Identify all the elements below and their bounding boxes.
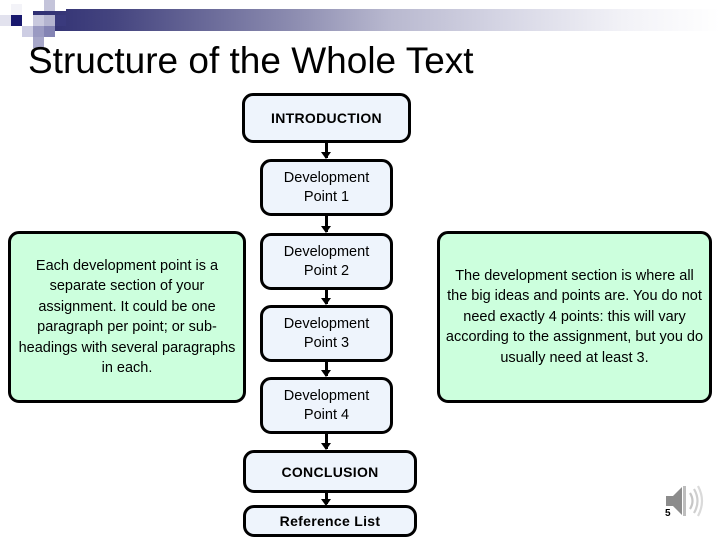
mosaic-square — [22, 26, 33, 37]
mosaic-square — [11, 26, 22, 37]
page-number: 5 — [665, 508, 671, 519]
connector-arrowhead — [321, 370, 331, 377]
speaker-icon[interactable] — [662, 482, 704, 520]
connector-arrowhead — [321, 226, 331, 233]
flow-node-development-1[interactable]: Development Point 1 — [260, 159, 393, 216]
connector-line — [325, 143, 328, 158]
mosaic-square — [44, 26, 55, 37]
note-left-text: Each development point is a separate sec… — [18, 257, 236, 377]
flow-node-label: Development Point 3 — [283, 315, 370, 351]
connector-arrowhead — [321, 298, 331, 305]
note-right-text: The development section is where all the… — [445, 267, 704, 366]
mosaic-square — [22, 15, 33, 26]
flow-node-label: Development Point 1 — [283, 169, 370, 205]
connector-arrowhead — [321, 152, 331, 159]
flow-node-label: Development Point 4 — [283, 387, 370, 423]
page-title: Structure of the Whole Text — [28, 40, 474, 81]
connector-line — [325, 362, 328, 376]
mosaic-square — [0, 4, 11, 15]
flow-node-label: Development Point 2 — [283, 243, 370, 279]
flow-node-conclusion[interactable]: CONCLUSION — [243, 450, 417, 493]
mosaic-square — [55, 0, 66, 11]
mosaic-square — [11, 4, 22, 15]
flow-node-development-2[interactable]: Development Point 2 — [260, 233, 393, 290]
flow-node-development-3[interactable]: Development Point 3 — [260, 305, 393, 362]
mosaic-square — [33, 0, 44, 11]
header-gradient-bar — [30, 9, 720, 31]
flow-node-reference-list[interactable]: Reference List — [243, 505, 417, 537]
connector-arrowhead — [321, 499, 331, 506]
mosaic-square — [55, 15, 66, 26]
flow-node-development-4[interactable]: Development Point 4 — [260, 377, 393, 434]
flow-node-label: CONCLUSION — [281, 463, 379, 480]
connector-line — [325, 216, 328, 232]
mosaic-square — [44, 0, 55, 11]
mosaic-square — [33, 37, 44, 48]
connector-line — [325, 290, 328, 304]
flow-node-label: INTRODUCTION — [271, 110, 382, 126]
mosaic-square — [33, 15, 44, 26]
note-left: Each development point is a separate sec… — [8, 231, 246, 403]
connector-arrowhead — [321, 443, 331, 450]
connector-line — [325, 434, 328, 449]
note-right: The development section is where all the… — [437, 231, 712, 403]
flow-node-label: Reference List — [279, 513, 381, 529]
mosaic-square — [44, 15, 55, 26]
flow-node-introduction[interactable]: INTRODUCTION — [242, 93, 411, 143]
connector-line — [325, 493, 328, 504]
header-decoration — [0, 0, 720, 48]
mosaic-square — [11, 15, 22, 26]
mosaic-square — [0, 15, 11, 26]
mosaic-square — [33, 26, 44, 37]
mosaic-square — [22, 4, 33, 15]
